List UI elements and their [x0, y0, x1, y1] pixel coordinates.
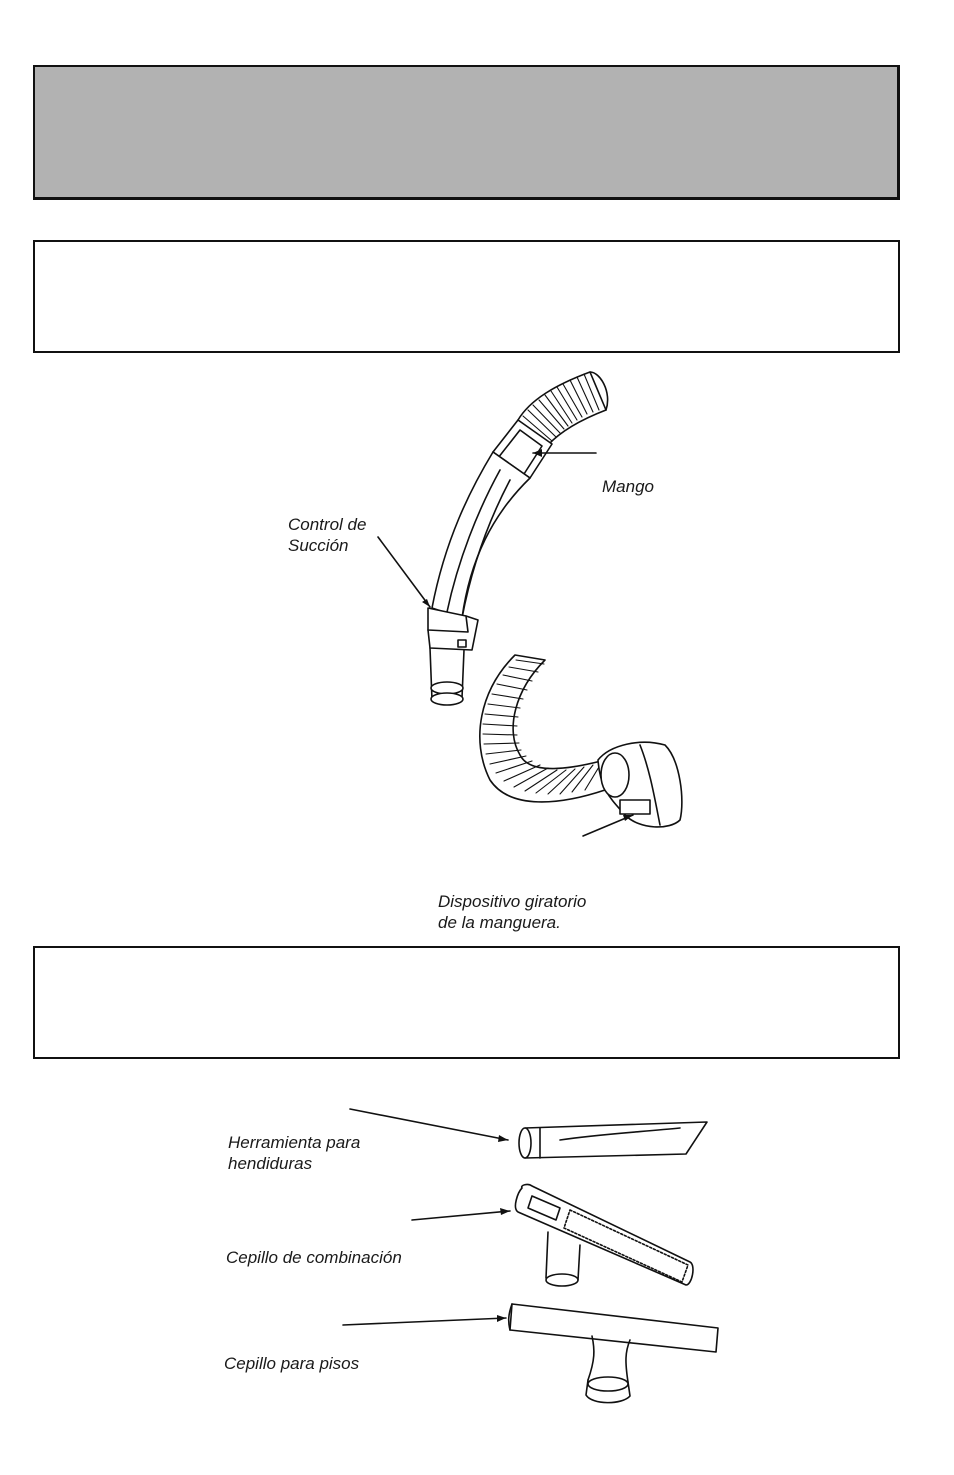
section-panel-hose	[33, 240, 900, 353]
label-combination-brush: Cepillo de combinación	[226, 1248, 402, 1267]
hose-handle-illustration	[427, 371, 609, 706]
hose-swivel-illustration	[479, 654, 683, 828]
label-floor-brush: Cepillo para pisos	[224, 1354, 360, 1373]
section-panel-tools	[33, 946, 900, 1059]
header-band	[33, 65, 900, 200]
crevice-tool-illustration	[518, 1121, 708, 1159]
arrow-combination-brush	[411, 1210, 511, 1221]
combination-brush-illustration	[514, 1183, 694, 1287]
floor-brush-illustration	[507, 1303, 719, 1404]
arrow-suction-control	[377, 536, 431, 608]
label-handle: Mango	[602, 477, 654, 496]
label-hose-swivel: Dispositivo giratorio de la manguera.	[438, 892, 587, 932]
arrow-floor-brush	[342, 1317, 507, 1326]
label-suction-control: Control de Succión	[288, 515, 367, 555]
arrow-crevice-tool	[349, 1108, 509, 1141]
label-crevice-tool: Herramienta para hendiduras	[228, 1133, 361, 1173]
